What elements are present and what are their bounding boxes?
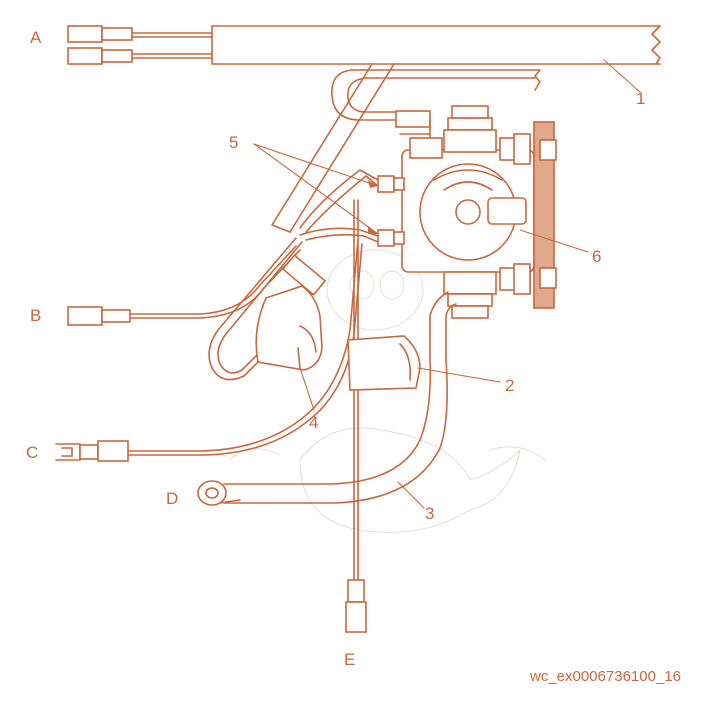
label-c: C <box>26 443 38 462</box>
part-number-3: 3 <box>425 504 434 523</box>
label-a: A <box>30 28 42 47</box>
reference-code: wc_ex0006736100_16 <box>529 668 681 685</box>
bottom-stud-block <box>443 271 497 295</box>
terminal-5-upper <box>377 175 395 193</box>
wire-b <box>67 245 301 326</box>
mounting-plate <box>533 121 555 309</box>
bottom-nut-cap <box>451 305 489 319</box>
label-d: D <box>166 489 178 508</box>
part-number-5: 5 <box>229 133 238 152</box>
label-b: B <box>30 306 41 325</box>
arrowhead-5-upper <box>368 180 378 188</box>
clip-2 <box>347 335 421 391</box>
leader-2 <box>417 367 501 383</box>
connector-a-lower-ferrule <box>101 49 133 63</box>
connector-c-ferrule <box>97 440 129 462</box>
leader-lines <box>253 59 641 509</box>
upper-right-nut <box>513 133 531 165</box>
connector-b <box>67 306 103 326</box>
plate-bolt-upper <box>539 139 557 161</box>
leader-3 <box>397 481 425 509</box>
leader-6 <box>519 229 589 253</box>
terminal-5-lower <box>377 229 395 247</box>
solenoid <box>377 105 535 319</box>
connector-a-lower <box>67 47 103 65</box>
leader-1 <box>603 59 641 93</box>
top-nut-cap <box>451 105 489 119</box>
cable-3 <box>197 291 457 506</box>
connector-c <box>79 444 99 460</box>
part-number-2: 2 <box>505 376 514 395</box>
connector-b-ferrule <box>101 309 131 323</box>
wire-loop-4 <box>208 237 327 381</box>
connector-a-upper <box>67 25 103 43</box>
arrowhead-5-lower <box>368 226 378 234</box>
harness-ferrule <box>395 110 431 128</box>
watermark-figure <box>229 249 546 534</box>
solenoid-lug <box>487 197 527 225</box>
wire-c <box>55 239 363 462</box>
part-number-6: 6 <box>592 247 601 266</box>
terminal-5-upper-nut <box>393 177 405 191</box>
harness-sheath <box>271 63 541 233</box>
solenoid-top-tab <box>409 137 443 159</box>
lower-right-nut <box>513 263 531 295</box>
part-number-1: 1 <box>636 89 645 108</box>
connector-e <box>345 601 367 633</box>
top-stud-block <box>443 129 497 153</box>
leader-5-upper <box>253 143 379 187</box>
terminal-5-lower-nut <box>393 231 405 245</box>
part-number-4: 4 <box>309 413 318 432</box>
plate-bolt-lower <box>539 267 557 289</box>
leader-4 <box>299 367 315 411</box>
clip-4 <box>255 285 323 371</box>
cable-1-assembly <box>67 25 661 65</box>
wire-sleeve <box>281 254 327 296</box>
label-e: E <box>344 650 355 669</box>
top-nut-upper <box>447 117 493 131</box>
leader-5-lower <box>253 143 379 235</box>
solenoid-center-pin <box>455 199 481 225</box>
connector-e-upper <box>347 579 365 603</box>
connector-a-upper-ferrule <box>101 27 133 41</box>
ring-terminal-hole <box>205 487 219 499</box>
